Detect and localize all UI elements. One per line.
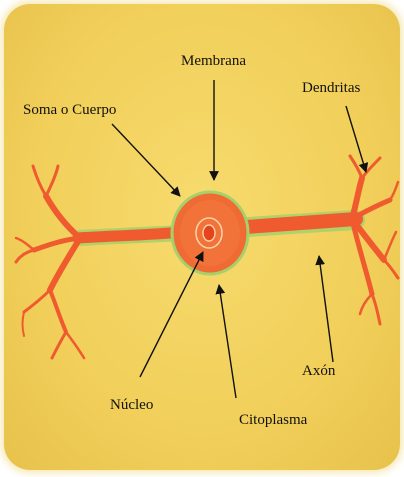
arrow-soma bbox=[112, 124, 180, 196]
axon-shaft bbox=[232, 219, 356, 228]
arrow-nucleo bbox=[140, 252, 203, 377]
label-citoplasma: Citoplasma bbox=[239, 413, 307, 428]
arrow-citoplasma bbox=[219, 285, 236, 398]
neuron bbox=[16, 156, 398, 358]
label-dendritas: Dendritas bbox=[302, 81, 360, 96]
arrow-axon bbox=[319, 256, 333, 362]
label-axon: Axón bbox=[302, 364, 335, 379]
left-dendrite-trunk bbox=[78, 232, 182, 238]
nucleus bbox=[203, 225, 215, 241]
label-nucleo: Núcleo bbox=[110, 398, 153, 413]
label-membrana: Membrana bbox=[181, 54, 246, 69]
label-soma: Soma o Cuerpo bbox=[23, 103, 116, 118]
arrow-dendritas bbox=[346, 106, 366, 172]
